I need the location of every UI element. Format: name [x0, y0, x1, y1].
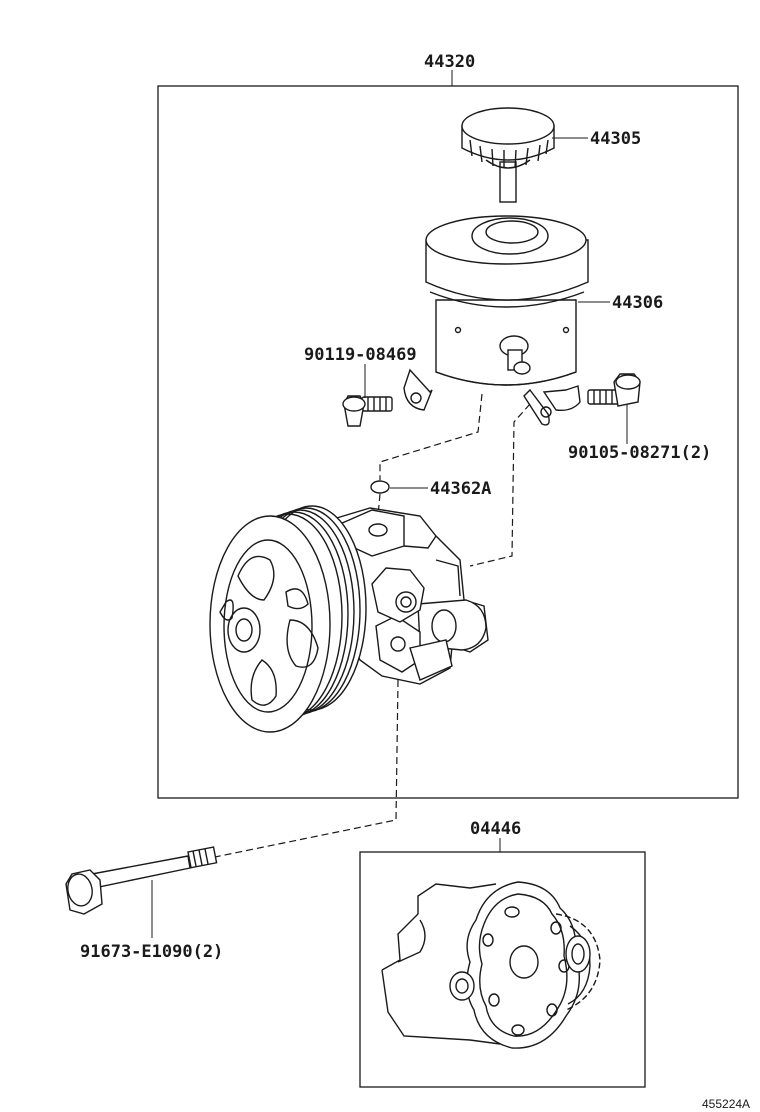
- dash-oring-to-pump: [377, 493, 381, 517]
- reservoir-cap: [461, 107, 555, 203]
- callout-91673-E1090[interactable]: 91673-E1090(2): [80, 942, 223, 962]
- power-steering-pump: [329, 507, 489, 685]
- callout-44320[interactable]: 44320: [424, 52, 475, 72]
- gasket-kit-frame: [359, 851, 646, 1088]
- bolt-right: [587, 373, 641, 407]
- dash-reservoir-to-oring: [379, 393, 483, 480]
- assembly-frame: [157, 85, 739, 799]
- callout-44305[interactable]: 44305: [590, 129, 641, 149]
- callout-44362A[interactable]: 44362A: [430, 479, 491, 499]
- dash-bracket-to-pump: [469, 403, 531, 567]
- callout-90119-08469[interactable]: 90119-08469: [304, 345, 417, 365]
- callout-90105-08271[interactable]: 90105-08271(2): [568, 443, 711, 463]
- callout-04446[interactable]: 04446: [470, 819, 521, 839]
- o-ring: [370, 480, 390, 494]
- gasket-kit: [381, 881, 601, 1049]
- callout-44306[interactable]: 44306: [612, 293, 663, 313]
- pump-pulley: [209, 505, 367, 733]
- reservoir: [403, 215, 589, 426]
- dash-pump-to-bolt: [209, 679, 399, 859]
- long-bolt: [65, 846, 218, 915]
- bolt-left: [342, 395, 393, 427]
- illustration-ref: 455224A: [702, 1097, 750, 1111]
